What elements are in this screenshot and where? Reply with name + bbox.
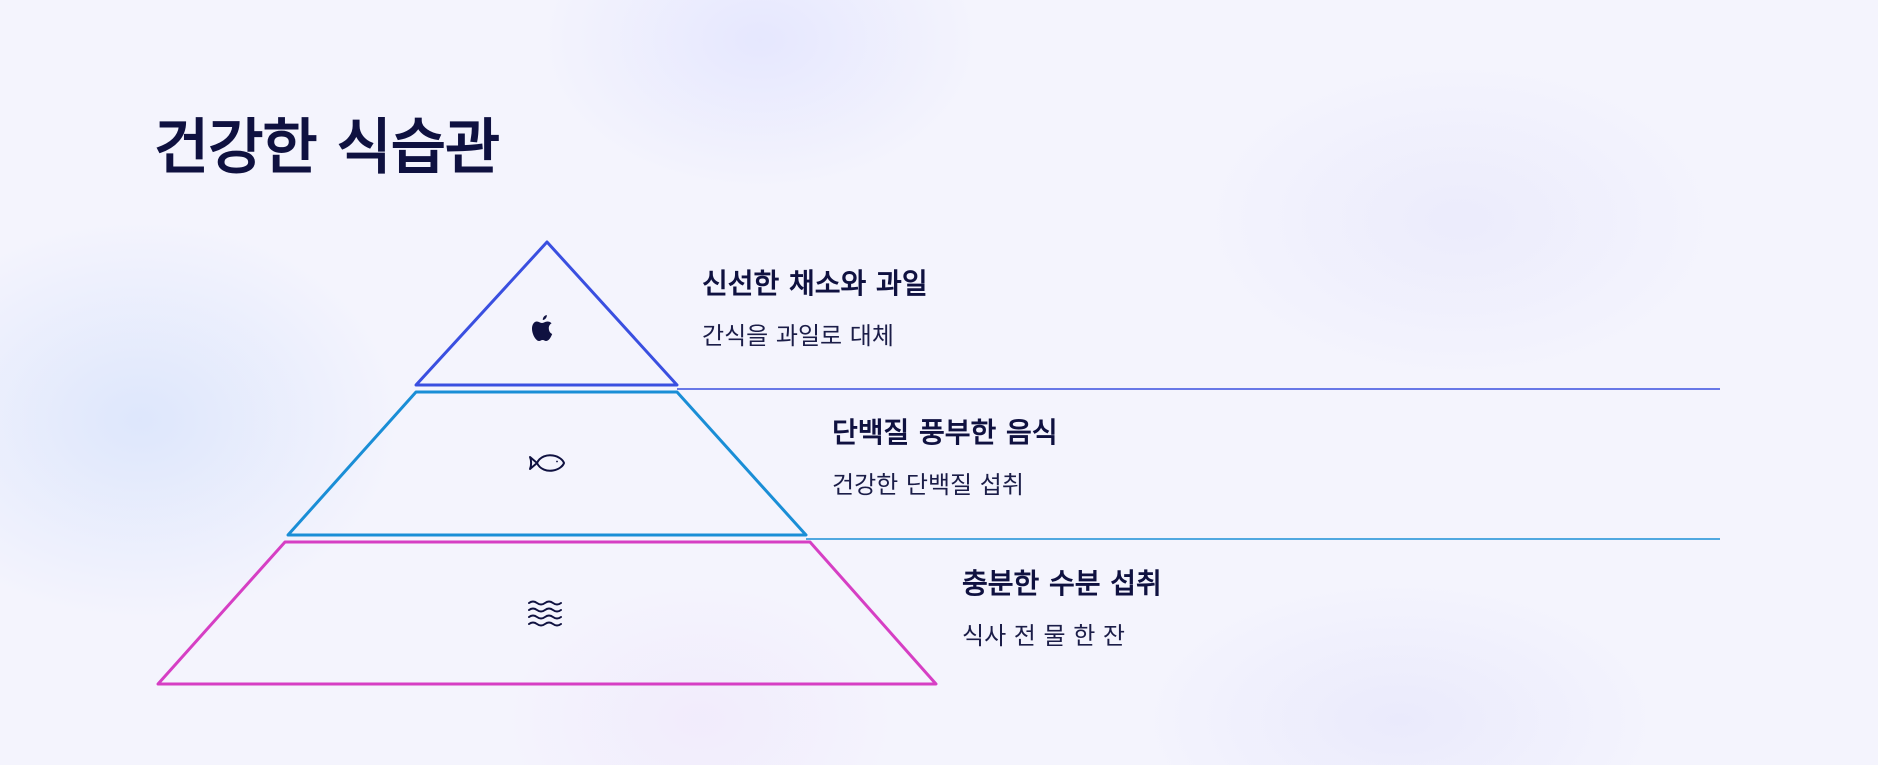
tier-1-text: 신선한 채소와 과일 간식을 과일로 대체 — [702, 265, 928, 353]
tier-3-text: 충분한 수분 섭취 식사 전 물 한 잔 — [962, 565, 1162, 653]
pyramid-tier-1 — [414, 240, 679, 387]
pyramid-tier-2 — [286, 390, 808, 537]
fish-icon — [529, 454, 565, 472]
page-title: 건강한 식습관 — [154, 113, 500, 183]
tier-1-description: 간식을 과일로 대체 — [702, 322, 894, 350]
tier-2-description: 건강한 단백질 섭취 — [832, 471, 1024, 499]
pyramid-tier-3 — [156, 540, 938, 686]
tier-1-heading: 신선한 채소와 과일 — [702, 267, 928, 300]
tier-2-text: 단백질 풍부한 음식 건강한 단백질 섭취 — [832, 414, 1058, 502]
tier-3-heading: 충분한 수분 섭취 — [962, 567, 1162, 600]
tier-3-description: 식사 전 물 한 잔 — [962, 622, 1125, 650]
tier-2-heading: 단백질 풍부한 음식 — [832, 416, 1058, 449]
water-waves-icon — [528, 600, 562, 627]
apple-icon — [532, 315, 553, 341]
